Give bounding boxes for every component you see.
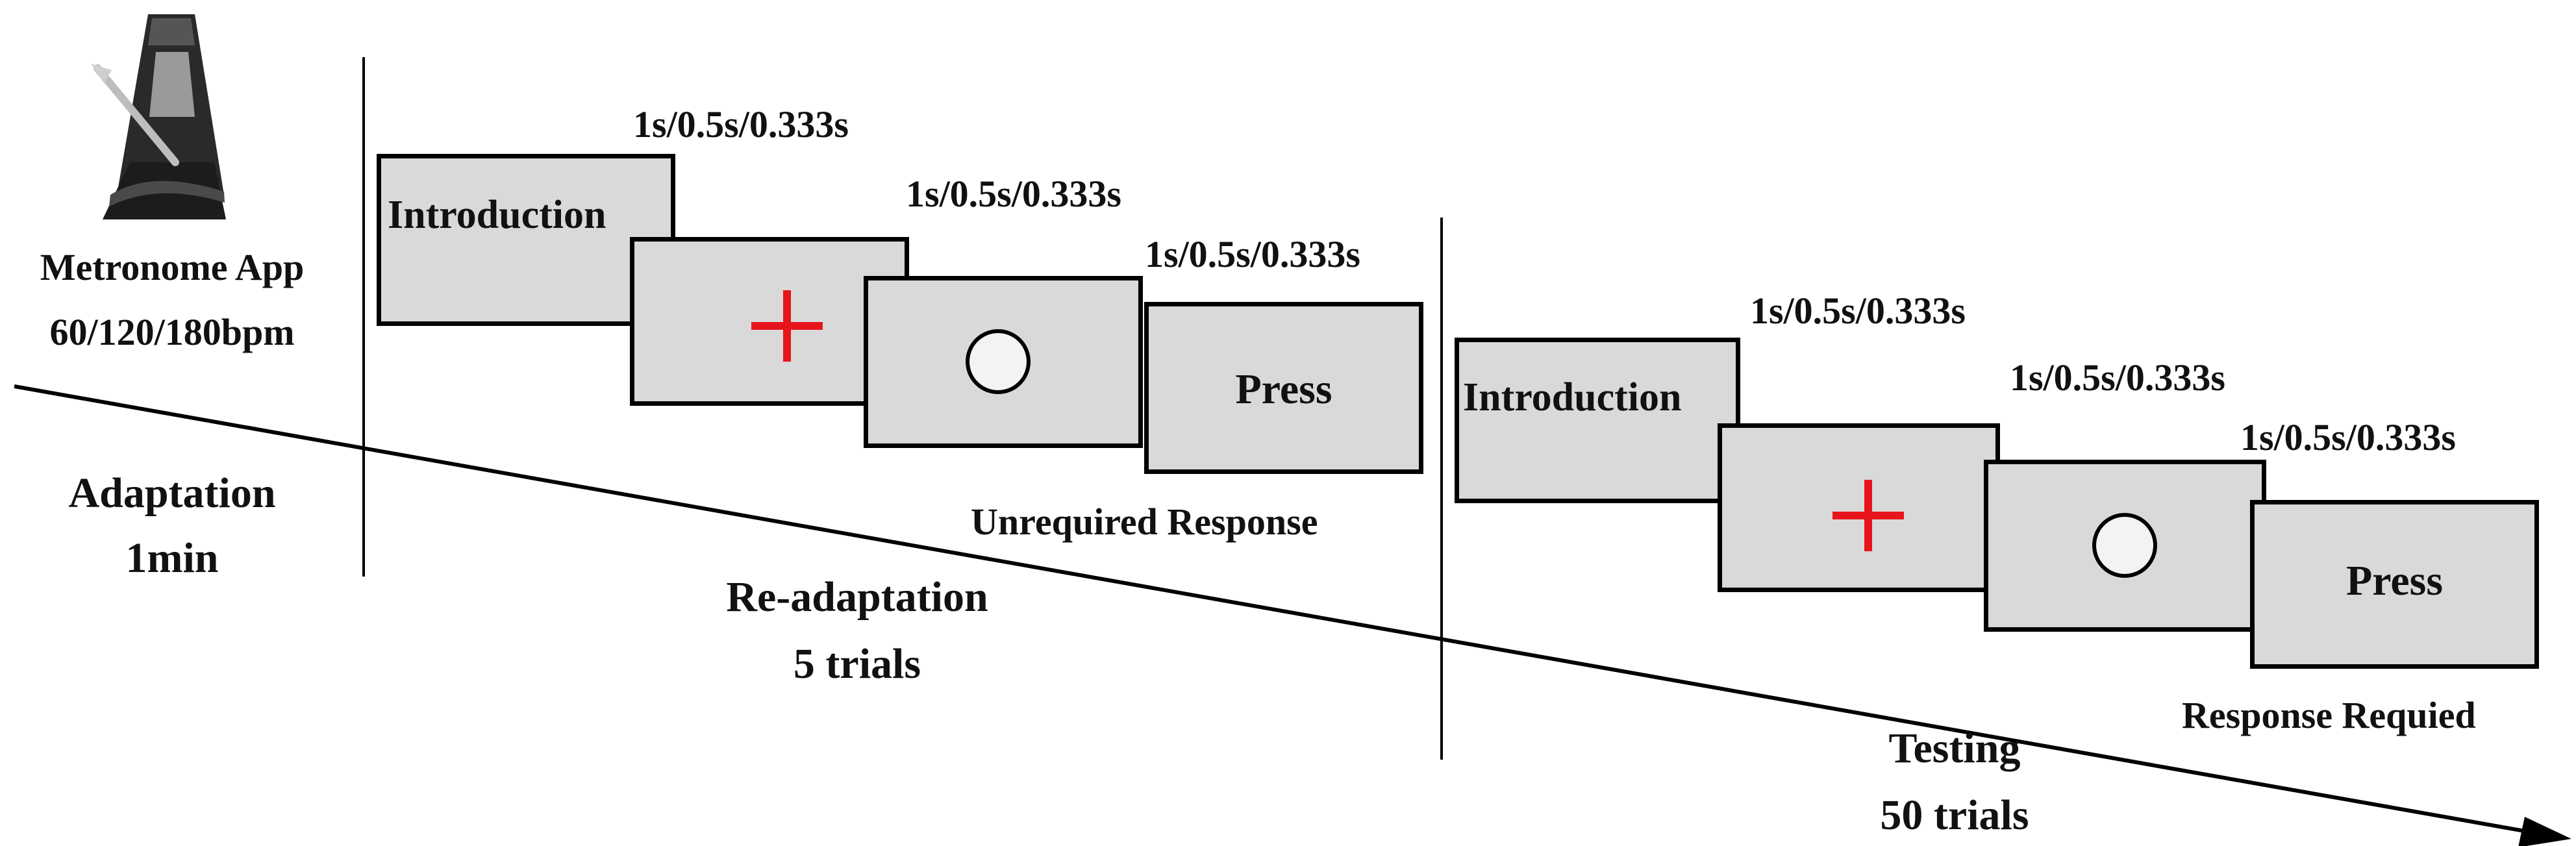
seq2-timing-intro: 1s/0.5s/0.333s (1750, 290, 1966, 332)
testing-trials: 50 trials (1880, 791, 2029, 839)
adaptation-title: Adaptation (68, 469, 276, 517)
seq2-stimulus-screen (1984, 460, 2266, 632)
seq1-timing-fixation: 1s/0.5s/0.333s (906, 173, 1121, 215)
seq2-timing-circle: 1s/0.5s/0.333s (2240, 416, 2456, 458)
readaptation-title: Re-adaptation (726, 573, 988, 621)
seq2-press-label: Press (2345, 557, 2444, 604)
readaptation-trials: 5 trials (793, 640, 921, 688)
fixation-cross-icon (751, 290, 823, 362)
seq2-fixation-screen (1718, 423, 2000, 592)
fixation-cross-icon (1832, 480, 1904, 551)
seq1-timing-circle: 1s/0.5s/0.333s (1145, 233, 1360, 275)
seq2-introduction-label: Introduction (1463, 375, 1682, 419)
seq1-press-screen: Press (1144, 302, 1423, 474)
adaptation-duration: 1min (125, 534, 219, 582)
seq1-press-label: Press (1235, 366, 1332, 413)
seq2-press-screen: Press (2250, 500, 2539, 669)
seq1-timing-intro: 1s/0.5s/0.333s (633, 103, 849, 145)
metronome-app-label: Metronome App (40, 246, 305, 288)
circle-stimulus-icon (966, 329, 1031, 394)
seq2-introduction-screen: Introduction (1455, 338, 1740, 503)
circle-stimulus-icon (2092, 513, 2157, 578)
metronome-icon (91, 14, 226, 219)
seq1-introduction-label: Introduction (388, 193, 606, 237)
metronome-bpm-label: 60/120/180bpm (49, 311, 295, 353)
testing-title: Testing (1888, 725, 2021, 772)
seq2-timing-fixation: 1s/0.5s/0.333s (2010, 356, 2225, 399)
seq2-response-note: Response Requied (2182, 694, 2476, 736)
seq1-stimulus-screen (864, 276, 1143, 448)
seq1-response-note: Unrequired Response (971, 501, 1318, 543)
timeline-arrow-line (14, 384, 2536, 835)
timeline-arrowhead (2518, 817, 2571, 846)
